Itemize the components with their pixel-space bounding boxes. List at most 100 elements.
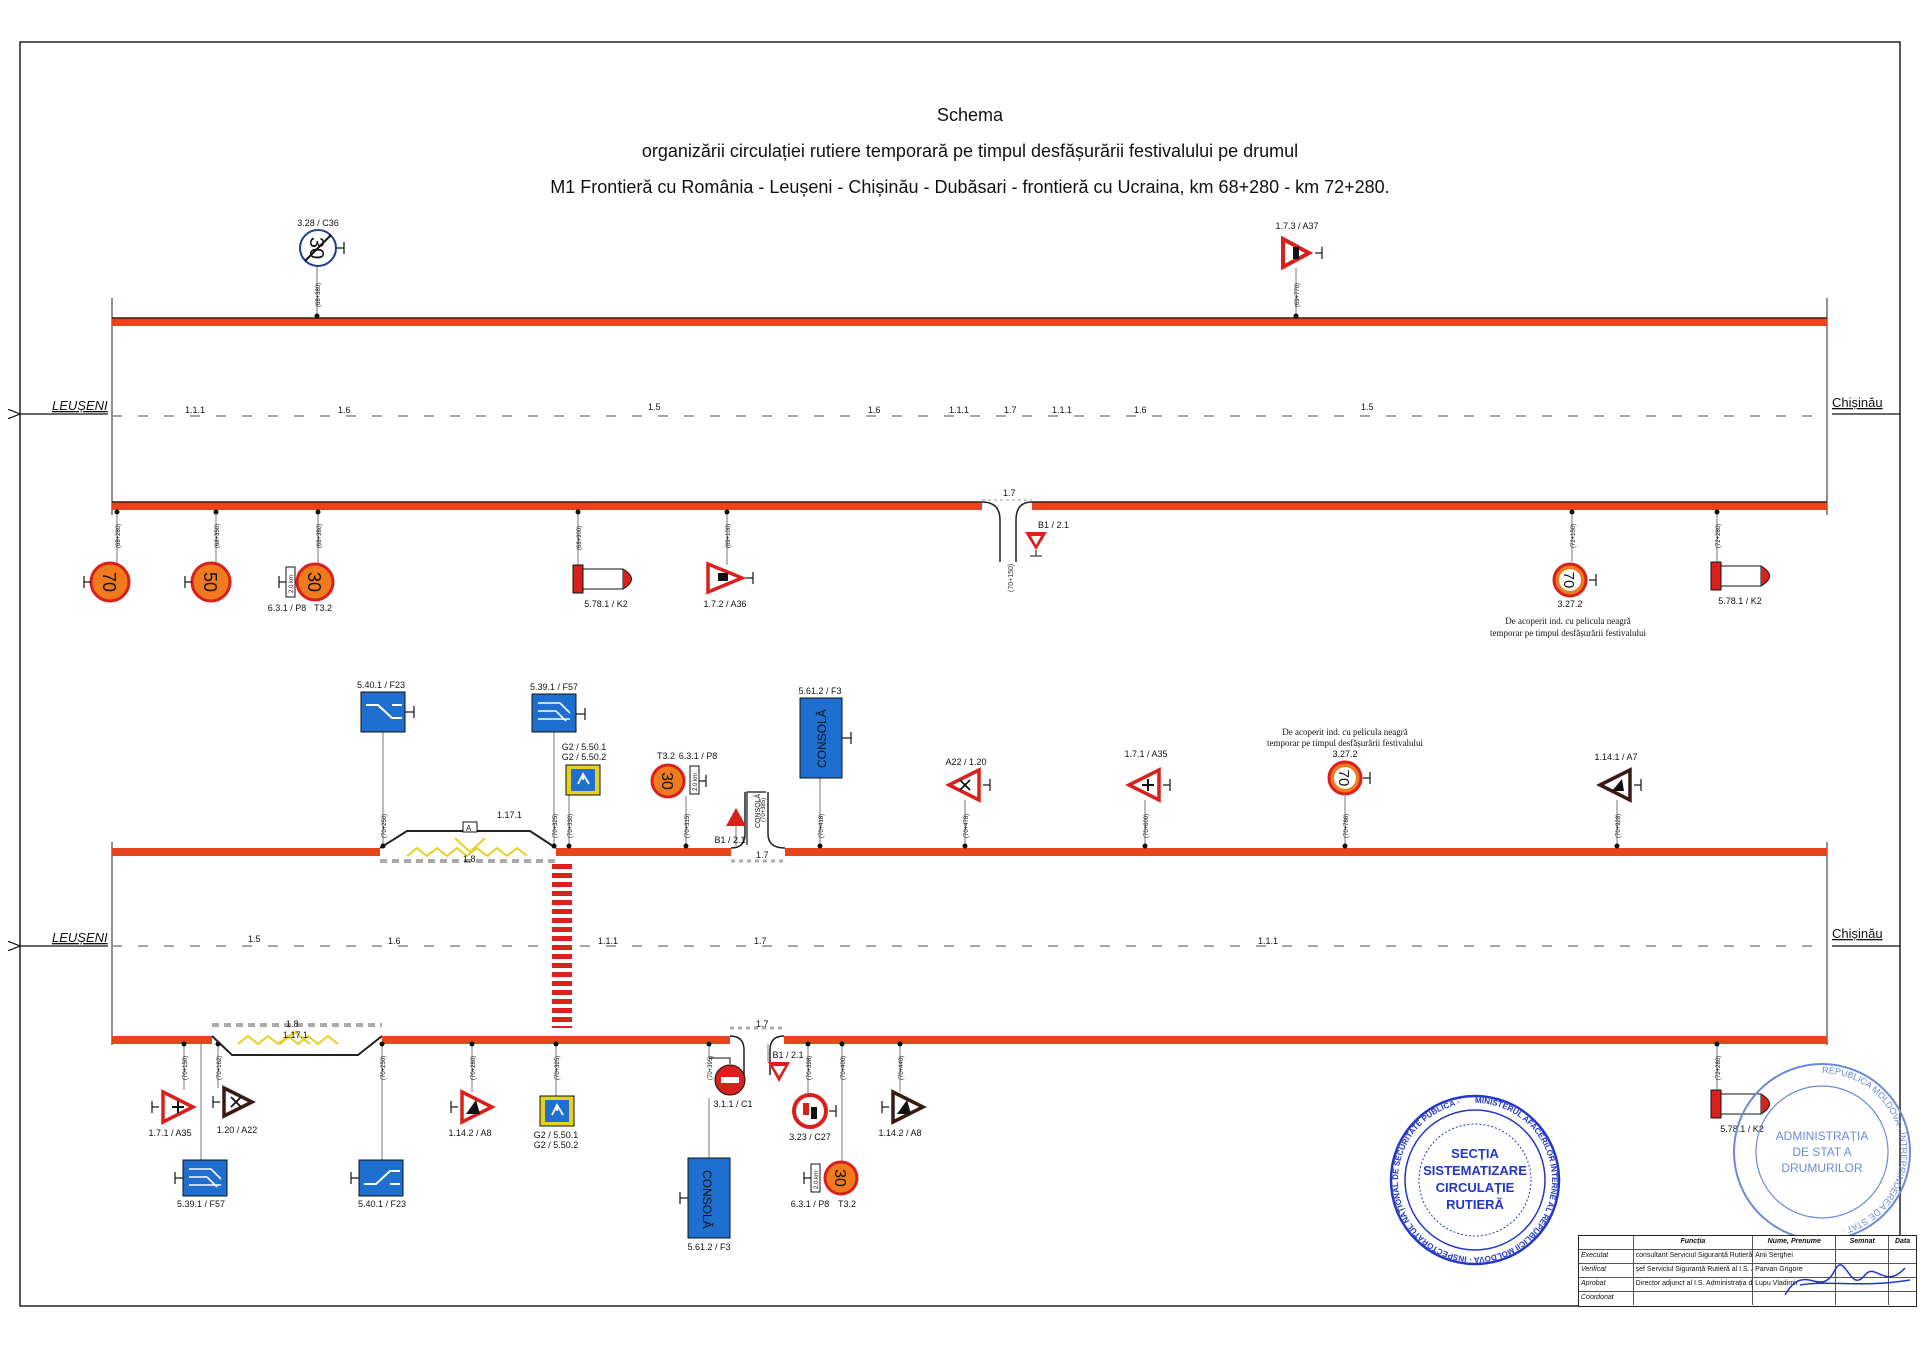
pedestrian-crossing-marking <box>552 862 572 1028</box>
svg-text:(70+250): (70+250) <box>381 1056 387 1080</box>
road-1-top-signs: 30 3.28 / C36 (68+380) 1.7.3 / A37 (69+7… <box>297 218 1323 319</box>
svg-text:30: 30 <box>831 1169 848 1187</box>
svg-text:1.1.1: 1.1.1 <box>1258 936 1278 946</box>
sign-label: 3.23 / C27 <box>789 1132 831 1142</box>
svg-text:1.6: 1.6 <box>388 936 401 946</box>
svg-text:A: A <box>466 824 472 833</box>
svg-text:(70+150): (70+150) <box>183 1056 189 1080</box>
svg-text:(70+928): (70+928) <box>1616 814 1622 838</box>
lane-merge-icon: 5.39.1 / F57 (70+325) <box>530 682 586 849</box>
svg-text:(68+380): (68+380) <box>317 524 323 548</box>
speed-limit-70-covered-icon: 70 De acoperit ind. cu pelicula neagră t… <box>1267 727 1423 849</box>
sign-label: 5.78.1 / K2 <box>584 599 628 609</box>
sign-label: T3.2 <box>657 751 675 761</box>
warning-road-narrows-icon: 1.20 / A22 (70+162) <box>212 1041 257 1135</box>
sign-label: 5.61.2 / F3 <box>687 1242 730 1252</box>
console-panel-icon: CONSOLĂ 5.61.2 / F3 (70+418) <box>798 686 852 849</box>
svg-text:1.8: 1.8 <box>286 1019 299 1029</box>
svg-text:(70+250): (70+250) <box>382 814 388 838</box>
svg-text:De acoperit ind. cu pelicula n: De acoperit ind. cu pelicula neagră <box>1505 616 1630 626</box>
sign-label: 1.7.1 / A35 <box>148 1128 191 1138</box>
road-1-west-label: LEUȘENI <box>52 398 108 413</box>
svg-text:(72+150): (72+150) <box>1571 524 1577 548</box>
svg-text:(70+385): (70+385) <box>761 798 767 822</box>
road-2-bottom-signs: 1.7.1 / A35 (70+150) 5.39.1 / F57 1.20 /… <box>148 1041 1770 1252</box>
warning-descent-icon: 1.14.2 / A8 (70+440) <box>878 1041 927 1138</box>
sign-label: 5.78.1 / K2 <box>1720 1124 1764 1134</box>
road-1-bottom-curb-east <box>1032 502 1827 510</box>
warning-crossroad-icon: 1.7.1 / A35 (70+600) <box>1124 749 1171 849</box>
svg-text:(69+770): (69+770) <box>1295 283 1301 307</box>
warning-side-road-icon: 1.7.2 / A36 (69+100) <box>703 509 754 609</box>
svg-text:(70+162): (70+162) <box>217 1056 223 1080</box>
svg-text:(68+350): (68+350) <box>215 524 221 548</box>
road-2-bottom-widening <box>211 1035 383 1056</box>
road-1-junction-label: 1.7 <box>1003 488 1016 498</box>
svg-text:G2 / 5.50.2: G2 / 5.50.2 <box>534 1140 579 1150</box>
svg-text:(68+900): (68+900) <box>577 526 583 550</box>
pedestrian-crossing-icon: G2 / 5.50.1 G2 / 5.50.2 (70+325) <box>534 1041 579 1150</box>
sign-label: 3.1.1 / C1 <box>713 1099 752 1109</box>
no-overtaking-icon: 3.23 / C27 (70+398) <box>789 1041 837 1142</box>
warning-road-narrows-icon: A22 / 1.20 (70+478) <box>945 757 991 849</box>
svg-text:(70+325): (70+325) <box>555 1056 561 1080</box>
svg-text:SECȚIA: SECȚIA <box>1451 1146 1499 1161</box>
sign-label: 1.7.2 / A36 <box>703 599 746 609</box>
svg-text:(70+325): (70+325) <box>553 814 559 838</box>
svg-text:T3.2: T3.2 <box>314 603 332 613</box>
console-post-icon: CONSOLĂ (70+385) <box>746 791 767 845</box>
sign-label: G2 / 5.50.1 <box>562 742 607 752</box>
lane-shift-icon: 5.40.1 / F23 (70+250) <box>357 680 415 849</box>
sign-label: 1.14.1 / A7 <box>1594 752 1637 762</box>
svg-text:1.6: 1.6 <box>868 405 881 415</box>
svg-text:1.1.1: 1.1.1 <box>1052 405 1072 415</box>
sign-label: G2 / 5.50.1 <box>534 1130 579 1140</box>
svg-text:(68+380): (68+380) <box>316 283 322 307</box>
speed-limit-30-icon: 30 2.0 km 6.3.1 / P8 T3.2 (70+400) <box>791 1041 859 1209</box>
sign-label: 6.3.1 / P8 <box>791 1199 830 1209</box>
sign-label: 1.14.2 / A8 <box>878 1128 921 1138</box>
svg-text:1.7: 1.7 <box>756 1019 769 1029</box>
speed-limit-70-covered-icon: 70 3.27.2 De acoperit ind. cu pelicula n… <box>1490 509 1646 638</box>
road-1: 1.7 (70+150) LEUȘENI Chișinău 1.1.1 1.6 … <box>20 298 1900 592</box>
page-frame <box>19 41 1901 1307</box>
barrier-light-icon: 5.78.1 / K2 (72+280) <box>1710 509 1770 606</box>
warning-descent-icon: 1.14.2 / A8 (70+280) <box>448 1041 496 1138</box>
svg-text:2.0 km: 2.0 km <box>814 1171 820 1189</box>
svg-text:70: 70 <box>1335 770 1352 787</box>
pedestrian-crossing-icon: G2 / 5.50.1 G2 / 5.50.2 (70+330) <box>562 742 607 849</box>
sign-label: A22 / 1.20 <box>945 757 986 767</box>
road-1-junction-km: (70+150) <box>1008 564 1015 592</box>
title-block-row: Verificat șef Serviciul Siguranță Rutier… <box>1579 1264 1916 1278</box>
sign-label: 3.27.2 <box>1332 749 1357 759</box>
svg-text:G2 / 5.50.2: G2 / 5.50.2 <box>562 752 607 762</box>
svg-text:(70+395): (70+395) <box>708 1056 714 1080</box>
svg-text:1.7: 1.7 <box>756 850 769 860</box>
speed-limit-50-icon: 50 (68+350) <box>184 509 232 603</box>
svg-text:2.0 km: 2.0 km <box>693 773 699 791</box>
sign-label: 1.7.3 / A37 <box>1275 221 1318 231</box>
svg-text:(70+398): (70+398) <box>807 1056 813 1080</box>
svg-text:1.5: 1.5 <box>248 934 261 944</box>
svg-text:1.7: 1.7 <box>1004 405 1017 415</box>
sign-label: 5.61.2 / F3 <box>798 686 841 696</box>
sign-label: 1.14.2 / A8 <box>448 1128 491 1138</box>
lane-merge-icon: 5.39.1 / F57 <box>174 1044 228 1209</box>
sign-label: CONSOLĂ <box>753 793 762 828</box>
road-2: A 1.8 1.17.1 1.7 1.5 1.6 1.1.1 1.7 1.1.1… <box>20 792 1900 1075</box>
svg-text:temporar pe timpul desfășurări: temporar pe timpul desfășurării festival… <box>1267 738 1423 748</box>
sign-label: 6.3.1 / P8 <box>268 603 307 613</box>
road-2-top-curb-west <box>112 848 380 856</box>
svg-text:DE STAT A: DE STAT A <box>1792 1145 1851 1159</box>
svg-text:DRUMURILOR: DRUMURILOR <box>1781 1161 1863 1175</box>
sign-label: 5.78.1 / K2 <box>1718 596 1762 606</box>
svg-text:(72+280): (72+280) <box>1716 524 1722 548</box>
title-block-row: Executat consultant Serviciul Siguranță … <box>1579 1250 1916 1264</box>
svg-text:(70+400): (70+400) <box>841 1056 847 1080</box>
svg-text:(70+440): (70+440) <box>899 1056 905 1080</box>
svg-text:30: 30 <box>658 772 675 790</box>
svg-text:(70+315): (70+315) <box>685 814 691 838</box>
svg-text:(68+280): (68+280) <box>116 524 122 548</box>
svg-text:CONSOLĂ: CONSOLĂ <box>814 709 829 768</box>
